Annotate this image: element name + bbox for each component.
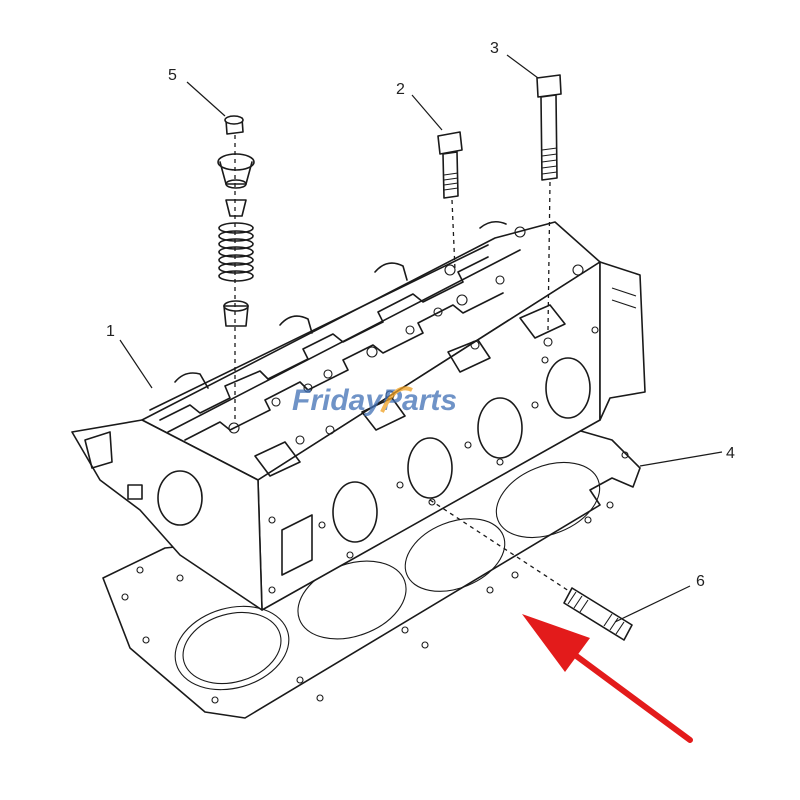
bolt-long (536, 74, 562, 331)
bolt-short (437, 131, 463, 271)
callout-2: 2 (396, 81, 405, 98)
leader-lines (119, 54, 723, 623)
watermark-swoosh-icon (380, 386, 413, 413)
watermark-text-parts: Parts (382, 384, 457, 417)
cylinder-head (71, 220, 646, 611)
red-pointer-arrow (522, 614, 693, 743)
callout-4: 4 (726, 445, 735, 462)
callout-3: 3 (490, 40, 499, 57)
watermark-text-friday: Friday (292, 384, 383, 417)
callout-5: 5 (168, 67, 177, 84)
stud (429, 499, 633, 641)
watermark-logo: FridayParts (292, 384, 457, 417)
valve-assembly (217, 115, 255, 420)
svg-text:FridayParts: FridayParts (292, 384, 457, 417)
callout-1: 1 (106, 323, 115, 340)
callout-6: 6 (696, 573, 705, 590)
